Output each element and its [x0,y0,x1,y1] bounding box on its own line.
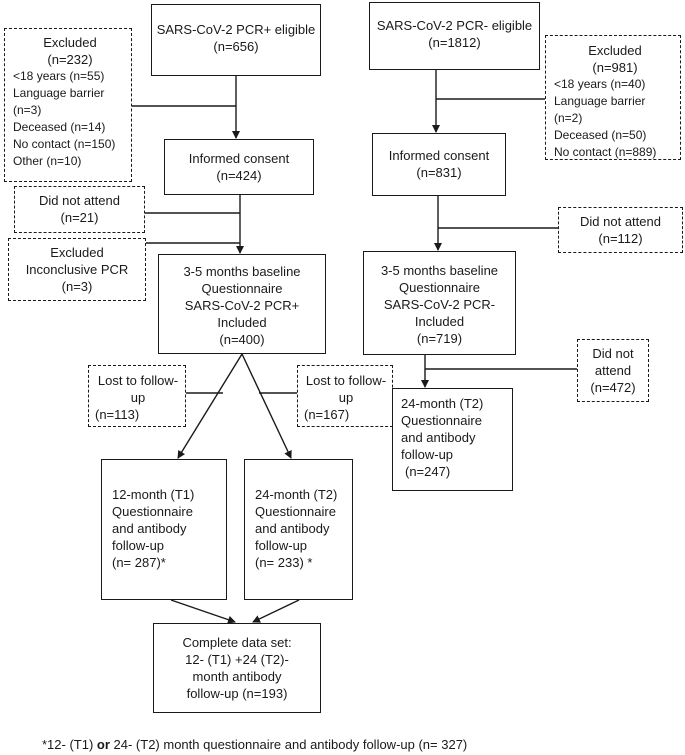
box-text: Language barrier [554,94,646,108]
box-text: Included [217,315,267,330]
footnote-text: *12- (T1) [42,737,97,752]
arrow-t1-to-complete [170,599,236,624]
box-text: SARS-CoV-2 PCR- eligible [376,18,533,33]
informed-consent-pcr-negative-box: Informed consent (n=831) [372,133,506,196]
lost-to-follow-up-t1-box: Lost to follow- up (n=113) [88,365,186,427]
box-text: SARS-CoV-2 PCR+ [184,298,300,313]
box-text: Questionnaire [255,504,336,519]
arrow-baseline-to-t2 [241,353,292,459]
footnote-emphasis: or [96,737,110,752]
box-text: month antibody [192,669,282,684]
box-text: No contact (n=150) [13,137,116,151]
box-text: 3-5 months baseline [380,263,499,278]
box-text: Lost to follow- [97,373,179,388]
arrow-baseline-to-t1 [177,353,243,459]
box-text: SARS-CoV-2 PCR+ eligible [156,22,316,37]
box-text: <18 years (n=40) [554,77,646,91]
box-text: Language barrier [13,86,105,100]
box-text: <18 years (n=55) [13,69,105,83]
box-text: (n=3) [13,103,42,117]
box-text: (n=424) [216,168,262,183]
excluded-pcr-negative-box: Excluded (n=981) <18 years (n=40) Langua… [545,35,681,160]
box-text: and antibody [112,521,187,536]
box-text: Questionnaire [201,281,283,296]
box-text: Deceased (n=14) [13,120,106,134]
box-text: Did not [592,346,634,361]
box-text: Informed consent [388,148,490,163]
box-text: and antibody [401,430,476,445]
box-text: (n=232) [47,52,93,67]
box-text: Excluded [588,43,642,58]
footnote: *12- (T1) or 24- (T2) month questionnair… [42,737,467,753]
box-text: (n=1812) [428,35,481,50]
did-not-attend-t2-pcr-negative-box: Did not attend (n=472) [577,339,649,402]
box-text: Deceased (n=50) [554,128,647,142]
box-text: (n=719) [416,331,463,346]
box-text: follow-up [255,538,308,553]
box-text: (n=167) [304,407,350,422]
box-text: (n=656) [213,39,259,54]
excluded-pcr-positive-box: Excluded (n=232) <18 years (n=55) Langua… [4,28,132,182]
box-text: Included [414,314,465,329]
box-text: (n=400) [219,332,265,347]
box-text: (n=3) [61,279,93,294]
complete-data-set-box: Complete data set: 12- (T1) +24 (T2)- mo… [153,623,321,713]
lost-to-follow-up-t2-box: Lost to follow- up (n=167) [297,365,393,427]
box-text: 3-5 months baseline [183,264,301,279]
footnote-text: 24- (T2) month questionnaire and antibod… [109,737,468,752]
t2-24-month-followup-pcr-positive-box: 24-month (T2) Questionnaire and antibody… [244,459,353,600]
arrow-t2-to-complete [252,599,300,623]
box-text: 24-month (T2) [255,487,338,502]
baseline-pcr-negative-box: 3-5 months baseline Questionnaire SARS-C… [363,251,516,355]
box-text: 12- (T1) +24 (T2)- [185,652,289,667]
box-text: Questionnaire [399,280,480,295]
t2-24-month-followup-pcr-negative-box: 24-month (T2) Questionnaire and antibody… [392,388,513,491]
box-text: (n= 233) * [255,555,313,570]
box-text: (n=831) [416,165,462,180]
box-text: No contact (n=889) [554,145,657,159]
box-text: follow-up [112,538,165,553]
box-text: Lost to follow- [305,373,387,388]
box-text: SARS-CoV-2 PCR- [383,297,496,312]
box-text: 12-month (T1) [112,487,195,502]
box-text: Excluded [43,35,97,50]
box-text: Complete data set: [182,635,292,650]
informed-consent-pcr-positive-box: Informed consent (n=424) [164,139,314,195]
eligible-pcr-positive-box: SARS-CoV-2 PCR+ eligible (n=656) [151,4,321,76]
box-text: and antibody [255,521,330,536]
box-text: (n=112) [598,231,643,246]
box-text: Excluded [50,245,104,260]
box-text: (n=113) [95,407,140,422]
box-text: up [338,390,354,405]
box-text: follow-up (n=193) [186,686,288,701]
box-text: up [130,390,146,405]
excluded-inconclusive-pcr-box: Excluded Inconclusive PCR (n=3) [8,238,146,301]
box-text: Did not attend [580,214,661,229]
t1-12-month-followup-box: 12-month (T1) Questionnaire and antibody… [101,459,227,600]
eligible-pcr-negative-box: SARS-CoV-2 PCR- eligible (n=1812) [369,2,540,70]
box-text: (n=981) [592,60,638,75]
did-not-attend-pcr-positive-box: Did not attend (n=21) [14,186,145,233]
did-not-attend-pcr-negative-box: Did not attend (n=112) [558,207,683,253]
box-text: Other (n=10) [13,154,82,168]
box-text: 24-month (T2) [401,396,484,411]
box-text: Inconclusive PCR [25,262,129,277]
box-text: Questionnaire [112,504,193,519]
box-text: (n= 287)* [112,555,166,570]
box-text: Informed consent [188,151,290,166]
box-text: (n=21) [60,210,99,225]
box-text: (n=247) [405,464,451,479]
box-text: Questionnaire [401,413,482,428]
box-text: attend [594,363,632,378]
box-text: Did not attend [39,193,120,208]
baseline-pcr-positive-box: 3-5 months baseline Questionnaire SARS-C… [158,254,326,354]
box-text: (n=2) [554,111,583,125]
box-text: (n=472) [590,380,636,395]
box-text: follow-up [401,447,454,462]
